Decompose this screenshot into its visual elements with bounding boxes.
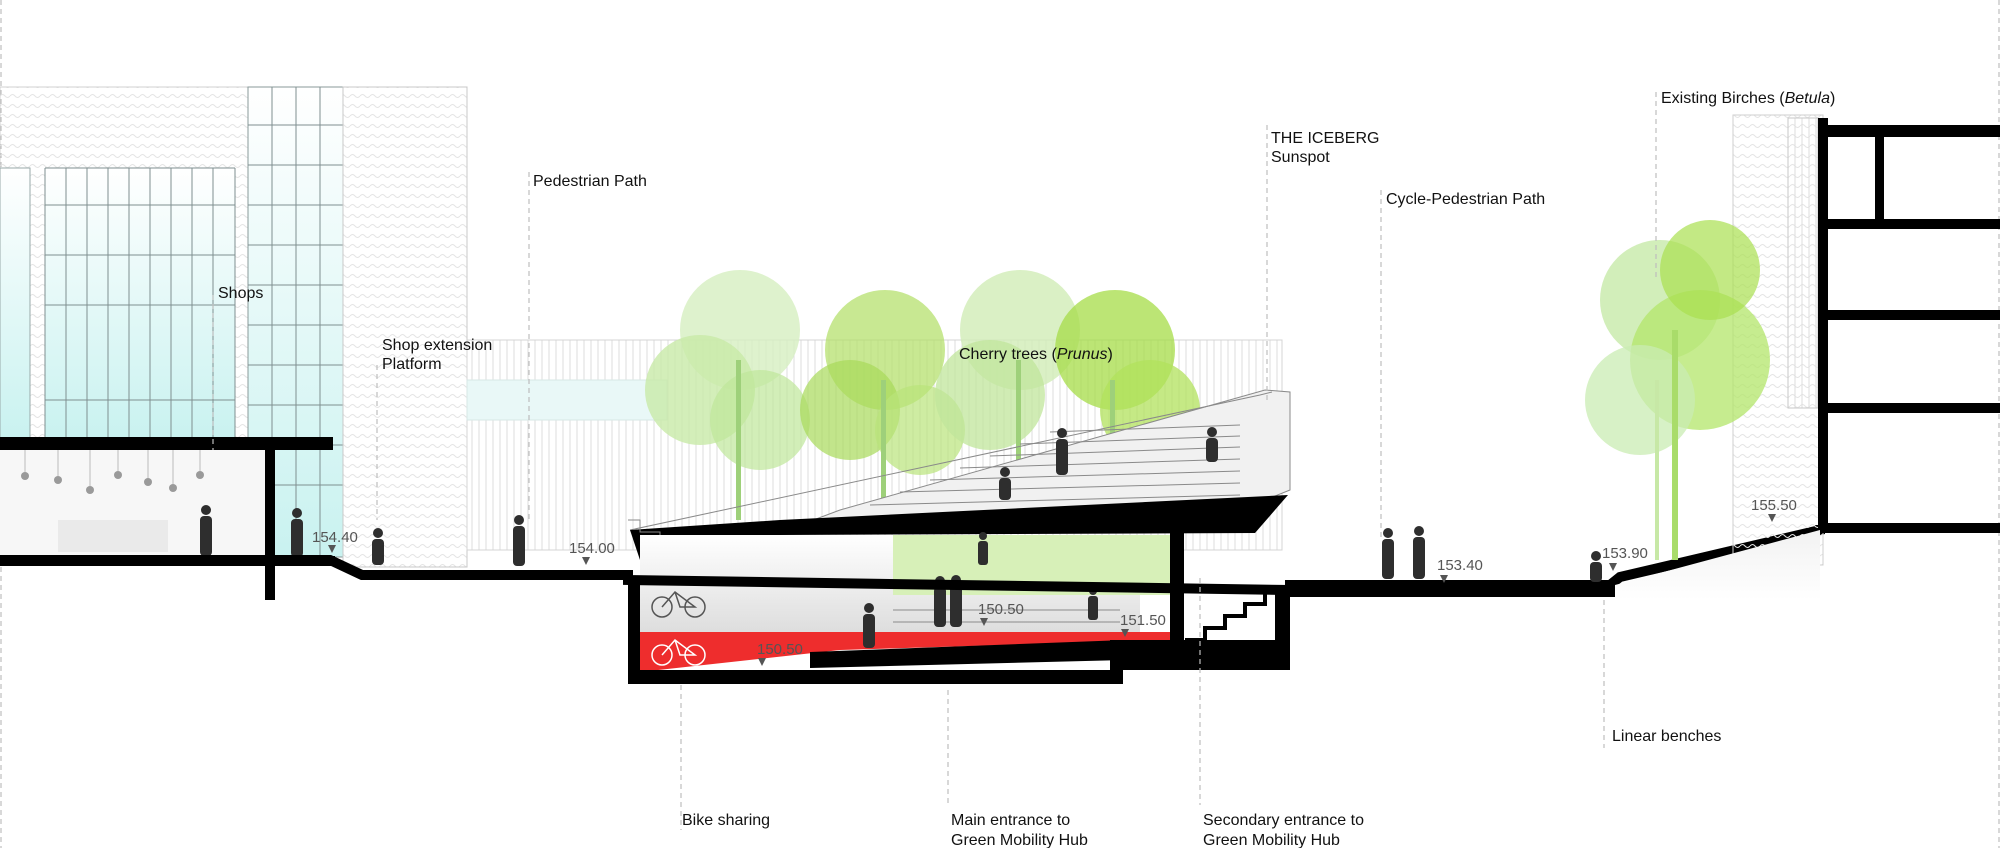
bike-rack bbox=[651, 590, 706, 666]
shop-glass-facade bbox=[45, 168, 235, 438]
label-shop-extension-line2: Platform bbox=[382, 356, 442, 373]
level-150-50-bike-zone: 150.50 bbox=[757, 641, 803, 658]
label-main-entrance-line1: Main entrance to bbox=[951, 812, 1070, 829]
label-pedestrian-path: Pedestrian Path bbox=[533, 173, 647, 190]
label-shops: Shops bbox=[218, 285, 263, 302]
label-secondary-entrance-line1: Secondary entrance to bbox=[1203, 812, 1364, 829]
level-153-40: 153.40 bbox=[1437, 557, 1483, 574]
level-150-50-hall: 150.50 bbox=[978, 601, 1024, 618]
label-shop-extension-line1: Shop extension bbox=[382, 337, 492, 354]
level-153-90: 153.90 bbox=[1602, 545, 1648, 562]
label-iceberg-line2: Sunspot bbox=[1271, 149, 1330, 166]
level-151-50: 151.50 bbox=[1120, 612, 1166, 629]
label-main-entrance-line2: Green Mobility Hub bbox=[951, 832, 1088, 848]
label-linear-benches: Linear benches bbox=[1612, 728, 1721, 745]
canopy-slab bbox=[0, 437, 333, 450]
label-iceberg-line1: THE ICEBERG bbox=[1271, 130, 1379, 147]
brick-wall bbox=[342, 86, 468, 568]
birch-trees bbox=[1585, 220, 1770, 560]
level-155-50: 155.50 bbox=[1751, 497, 1797, 514]
hub-people bbox=[863, 427, 1218, 648]
pendant-lamps bbox=[21, 471, 204, 494]
shop-building bbox=[0, 86, 468, 600]
leader-lines bbox=[212, 92, 1657, 830]
level-markers bbox=[328, 514, 1776, 666]
label-cherry-trees: Cherry trees (Prunus) bbox=[959, 346, 1113, 363]
bike-sharing-zone bbox=[640, 632, 1170, 672]
green-mound bbox=[1615, 530, 1820, 600]
level-154-40: 154.40 bbox=[312, 529, 358, 546]
shop-people bbox=[200, 505, 303, 557]
label-existing-birches: Existing Birches (Betula) bbox=[1661, 90, 1835, 107]
label-secondary-entrance-line2: Green Mobility Hub bbox=[1203, 832, 1340, 848]
level-154-00: 154.00 bbox=[569, 540, 615, 557]
plaza-people bbox=[372, 515, 1602, 582]
label-cycle-pedestrian-path: Cycle-Pedestrian Path bbox=[1386, 191, 1545, 208]
right-building bbox=[1732, 114, 2000, 566]
iceberg-structure bbox=[628, 389, 1291, 684]
label-bike-sharing: Bike sharing bbox=[682, 812, 770, 829]
